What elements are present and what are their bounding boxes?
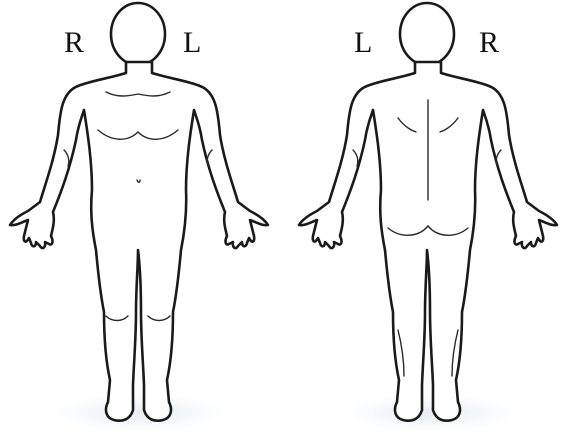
front-head bbox=[111, 3, 165, 65]
front-body-outline bbox=[10, 62, 268, 421]
front-figure bbox=[10, 3, 268, 421]
back-head bbox=[400, 3, 454, 65]
back-figure bbox=[299, 3, 557, 421]
